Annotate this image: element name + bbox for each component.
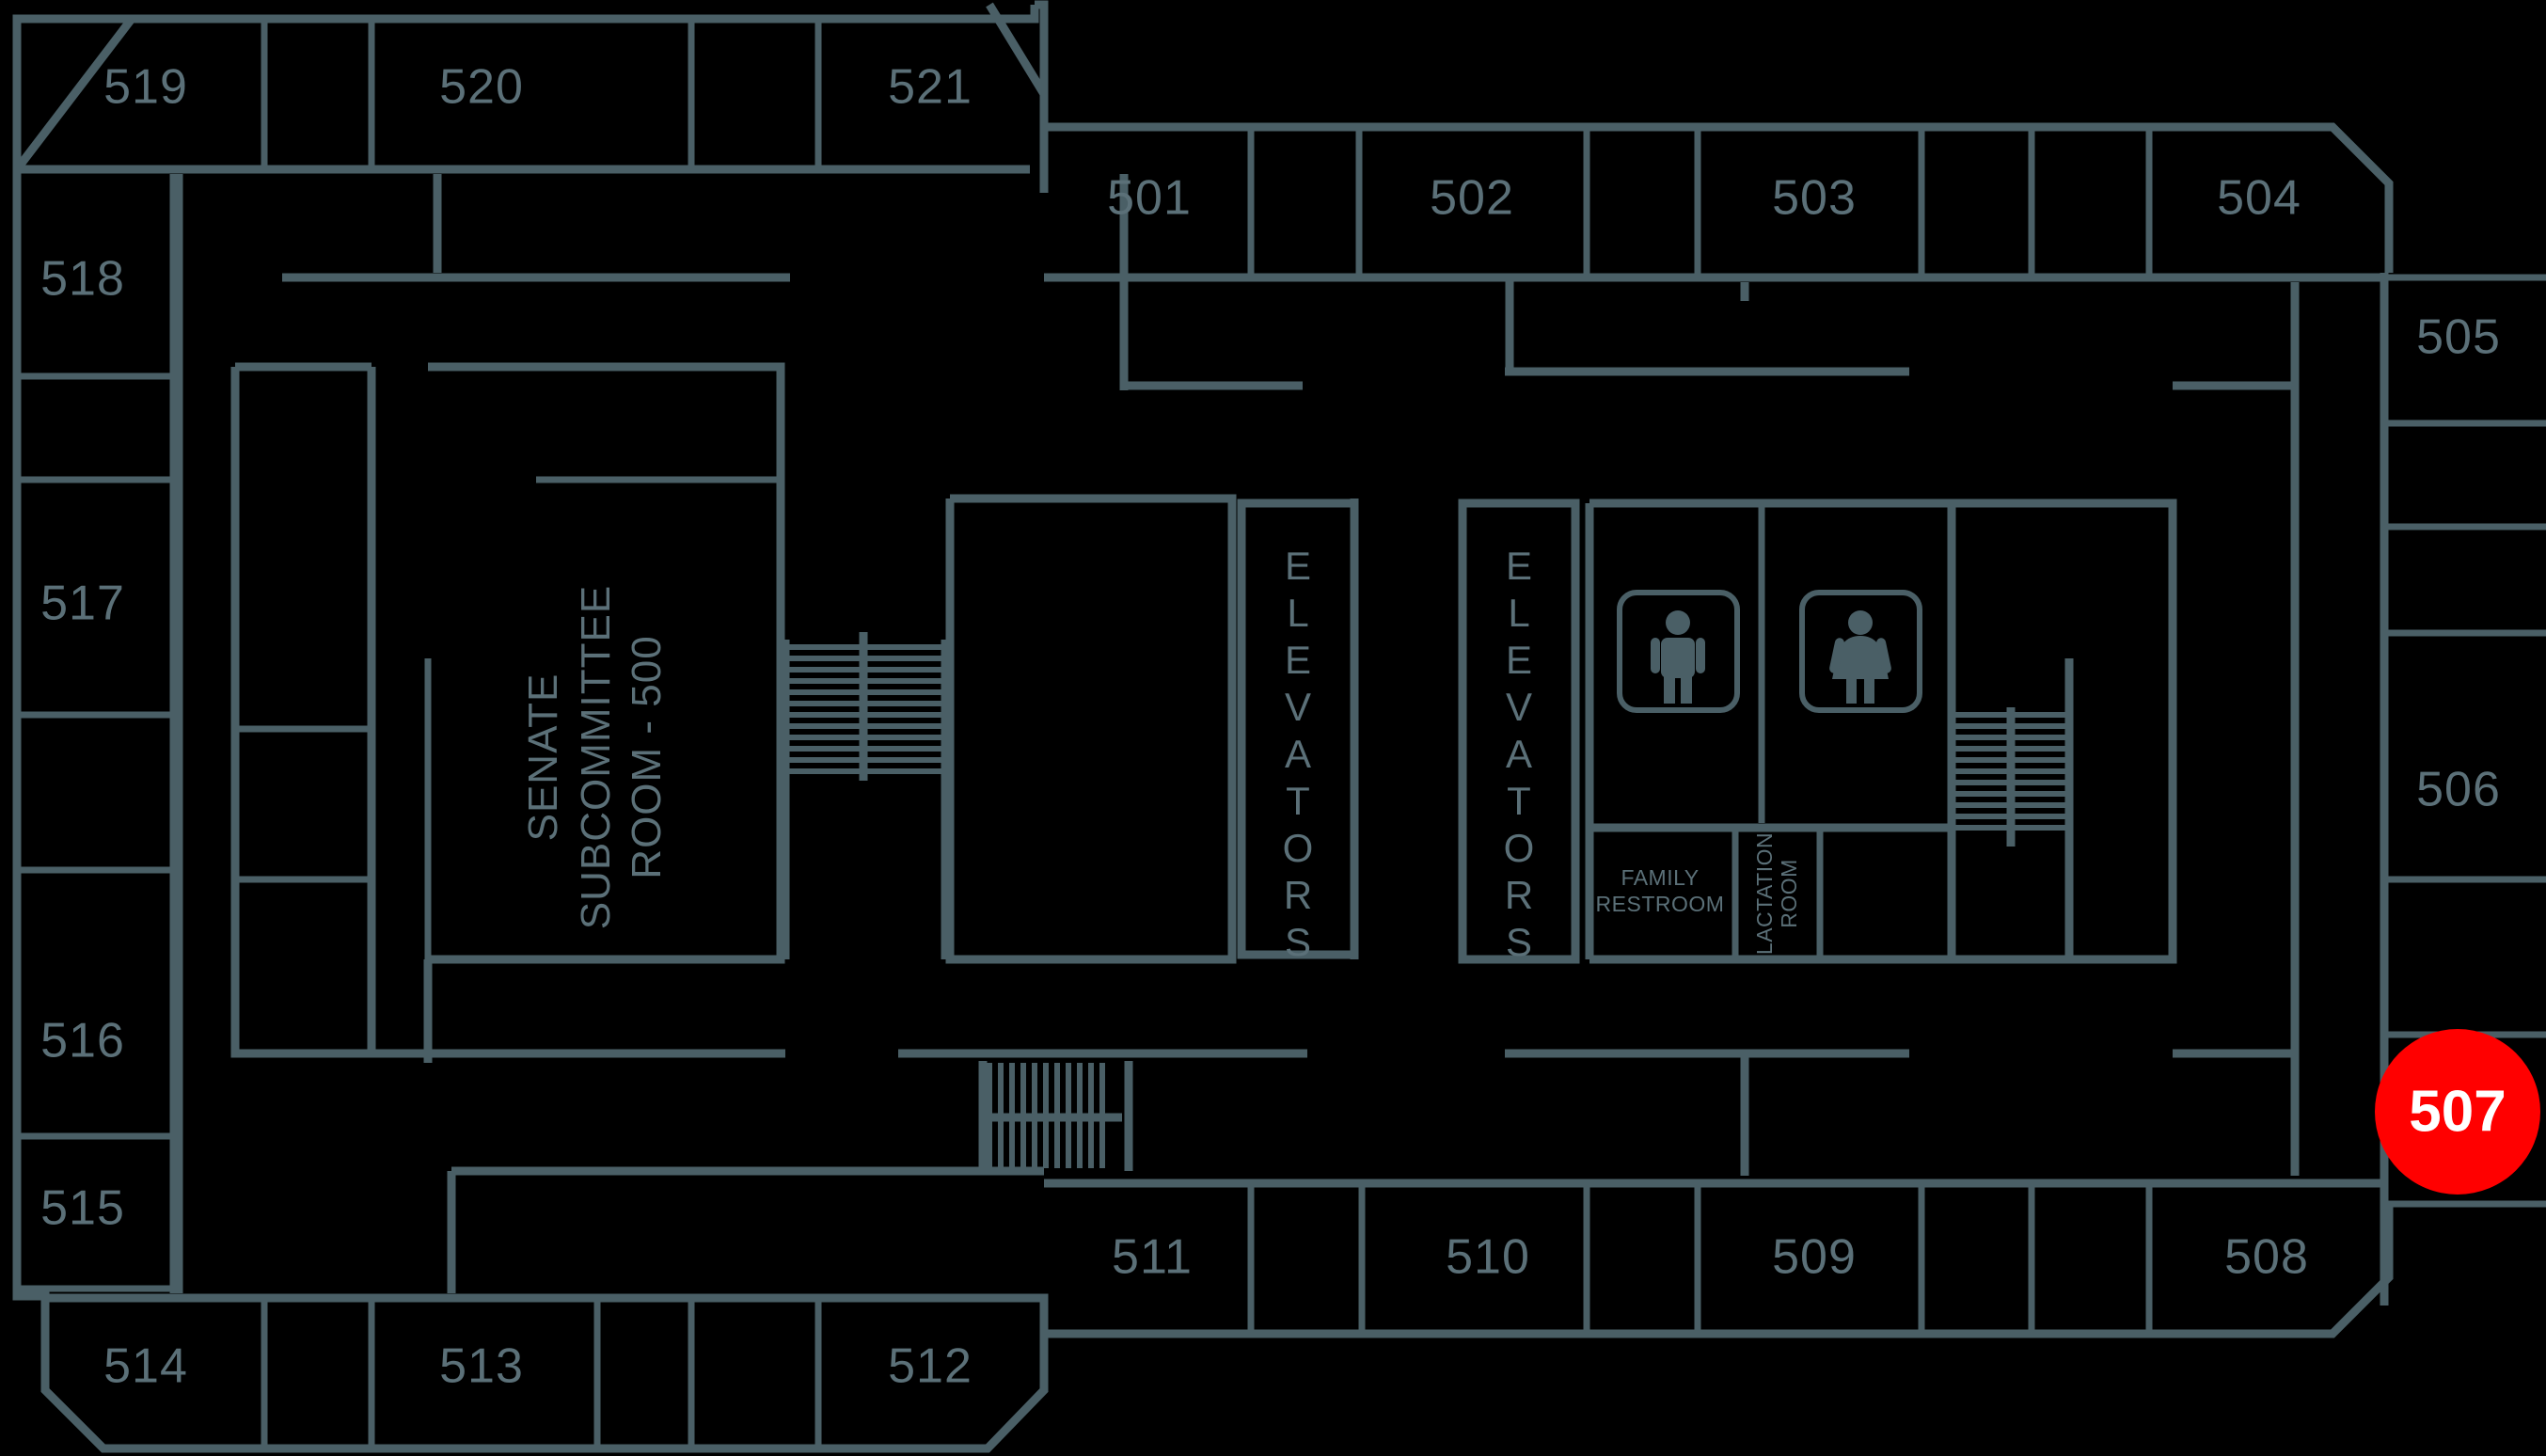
top-left-room-block	[12, 0, 1049, 193]
elevator-bank-right: E L E V A T O R S	[1458, 499, 1580, 964]
senate-subcommittee-room-label: SENATE SUBCOMMITTEE ROOM - 500	[520, 585, 670, 929]
room-label-503: 503	[1772, 171, 1857, 226]
svg-text:S: S	[1285, 920, 1311, 964]
svg-text:A: A	[1285, 732, 1311, 776]
svg-text:A: A	[1506, 732, 1532, 776]
elevators-right-letter: E	[1506, 544, 1532, 588]
senate-label-line2: SUBCOMMITTEE	[573, 585, 619, 929]
marker-label: 507	[2409, 1079, 2506, 1144]
room-label-509: 509	[1772, 1230, 1857, 1285]
svg-text:O: O	[1283, 826, 1314, 870]
room-label-518: 518	[40, 252, 125, 307]
stairs-icon-right	[1947, 658, 2074, 959]
left-column-rooms	[12, 169, 179, 1293]
room-label-514: 514	[103, 1339, 188, 1394]
svg-text:T: T	[1286, 779, 1310, 823]
bottom-left-room-block	[12, 1291, 1049, 1453]
svg-text:L: L	[1287, 591, 1308, 635]
svg-text:LACTATION: LACTATION	[1752, 832, 1777, 955]
room-label-505: 505	[2416, 310, 2501, 365]
room-label-508: 508	[2224, 1230, 2309, 1285]
svg-text:V: V	[1285, 685, 1311, 729]
senate-label-line3: ROOM - 500	[624, 635, 670, 878]
svg-text:ROOM: ROOM	[1777, 859, 1801, 928]
room-label-501: 501	[1107, 171, 1192, 226]
room-label-520: 520	[439, 60, 524, 115]
room-label-504: 504	[2217, 171, 2301, 226]
room-label-515: 515	[40, 1181, 125, 1236]
room-label-513: 513	[439, 1339, 524, 1394]
stairs-icon-bottom	[978, 1061, 1133, 1171]
room-numbers: 519 520 521 501 502 503 504 505 506 508 …	[40, 60, 2501, 1394]
family-restroom-label: FAMILY RESTROOM	[1596, 865, 1725, 916]
svg-text:FAMILY: FAMILY	[1621, 865, 1699, 890]
mens-restroom-icon	[1617, 590, 1740, 713]
room-label-512: 512	[888, 1339, 973, 1394]
room-marker-507[interactable]: 507	[2375, 1029, 2540, 1195]
svg-text:V: V	[1506, 685, 1532, 729]
stairs-icon-left	[781, 632, 950, 959]
svg-text:E: E	[1506, 638, 1532, 682]
room-label-516: 516	[40, 1014, 125, 1068]
top-right-room-row	[1044, 122, 2394, 282]
room-label-521: 521	[888, 60, 973, 115]
bottom-right-room-row	[1044, 1179, 2394, 1338]
room-label-502: 502	[1430, 171, 1514, 226]
svg-text:E: E	[1285, 638, 1311, 682]
interior-wall-fragments	[898, 395, 2300, 1176]
svg-text:L: L	[1508, 591, 1529, 635]
lactation-room-label: LACTATION ROOM	[1752, 832, 1801, 955]
corridor-walls	[174, 174, 2300, 1293]
svg-text:T: T	[1507, 779, 1531, 823]
elevators-left-letter: E	[1285, 544, 1311, 588]
svg-text:O: O	[1504, 826, 1535, 870]
elevator-bank-left: E L E V A T O R S	[1237, 499, 1359, 964]
marker-circle[interactable]	[2375, 1029, 2540, 1195]
right-service-room	[1952, 499, 2177, 964]
svg-text:R: R	[1505, 873, 1533, 917]
room-label-506: 506	[2416, 763, 2501, 817]
svg-text:S: S	[1506, 920, 1532, 964]
room-label-519: 519	[103, 60, 188, 115]
womens-restroom-icon	[1799, 590, 1922, 713]
room-label-510: 510	[1446, 1230, 1530, 1285]
svg-text:RESTROOM: RESTROOM	[1596, 892, 1725, 916]
room-label-511: 511	[1112, 1230, 1193, 1285]
room-label-517: 517	[40, 577, 125, 631]
svg-text:R: R	[1284, 873, 1312, 917]
senate-label-line1: SENATE	[520, 673, 566, 842]
